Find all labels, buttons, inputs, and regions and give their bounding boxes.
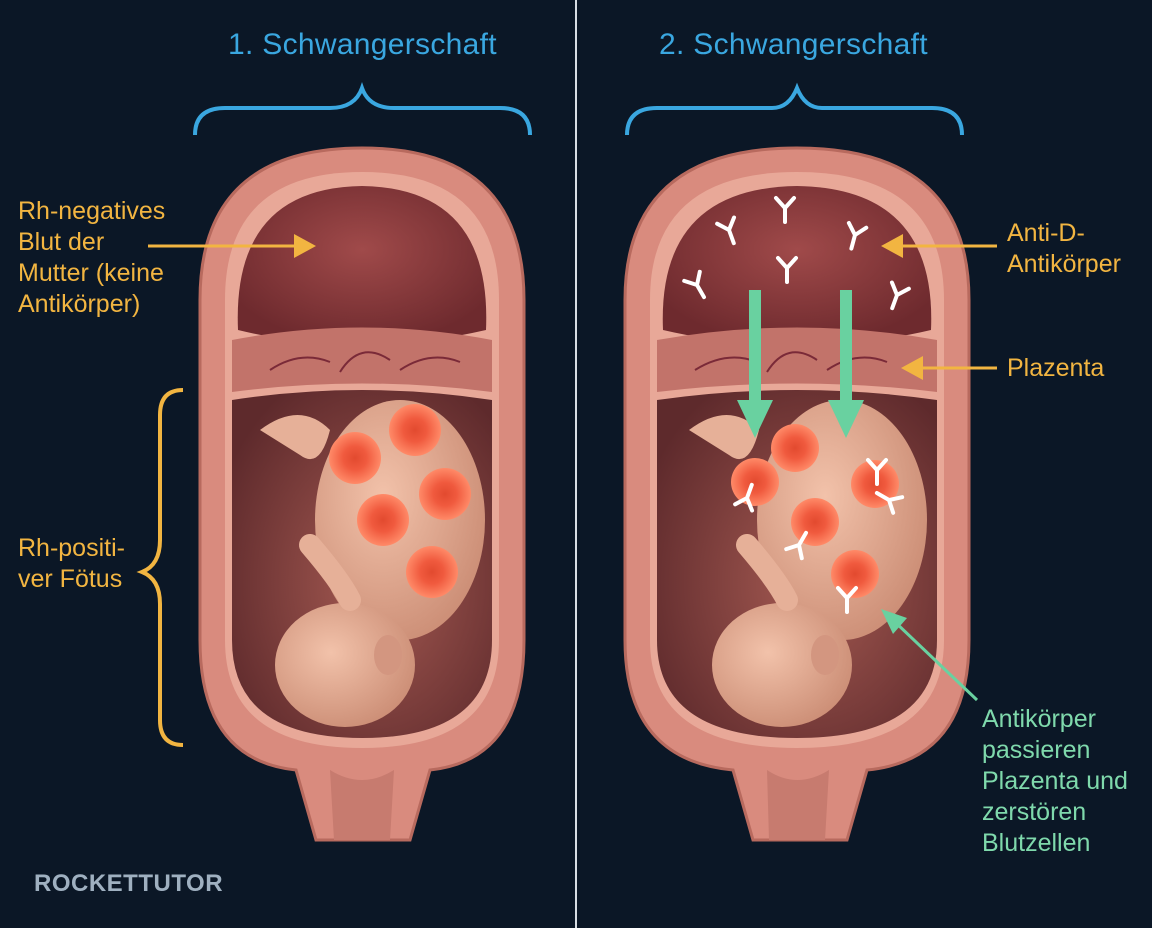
- rh-positive-fetus-label: Rh-positi- ver Fötus: [18, 534, 125, 593]
- placenta-label: Plazenta: [1007, 354, 1105, 382]
- top-bracket: [193, 81, 532, 136]
- first-pregnancy-panel: 1. Schwangerschaft Rh-negatives Blut der…: [0, 0, 575, 928]
- second-pregnancy-panel: 2. Schwangerschaft Anti-D- Antikörper Pl…: [577, 0, 1152, 928]
- top-bracket: [625, 82, 964, 136]
- rockettutor-logo: ROCKETTUTOR: [34, 870, 224, 897]
- first-pregnancy-title: 1. Schwangerschaft: [228, 28, 497, 61]
- antibodies-crossing-label: Antikörper passieren Plazenta und zerstö…: [982, 705, 1128, 857]
- uterus-illustration-second: [623, 82, 997, 842]
- second-pregnancy-title: 2. Schwangerschaft: [659, 28, 928, 61]
- attacked-red-blood-cells: [731, 424, 905, 614]
- maternal-blood-label: Rh-negatives Blut der Mutter (keine Anti…: [18, 197, 166, 318]
- rh-positive-red-blood-cells: [329, 404, 471, 598]
- side-bracket: [136, 388, 184, 747]
- uterus-illustration: [136, 81, 532, 842]
- crossing-arrows: [737, 290, 864, 438]
- anti-d-antibodies-label: Anti-D- Antikörper: [1007, 219, 1121, 278]
- panel-divider: [575, 0, 577, 928]
